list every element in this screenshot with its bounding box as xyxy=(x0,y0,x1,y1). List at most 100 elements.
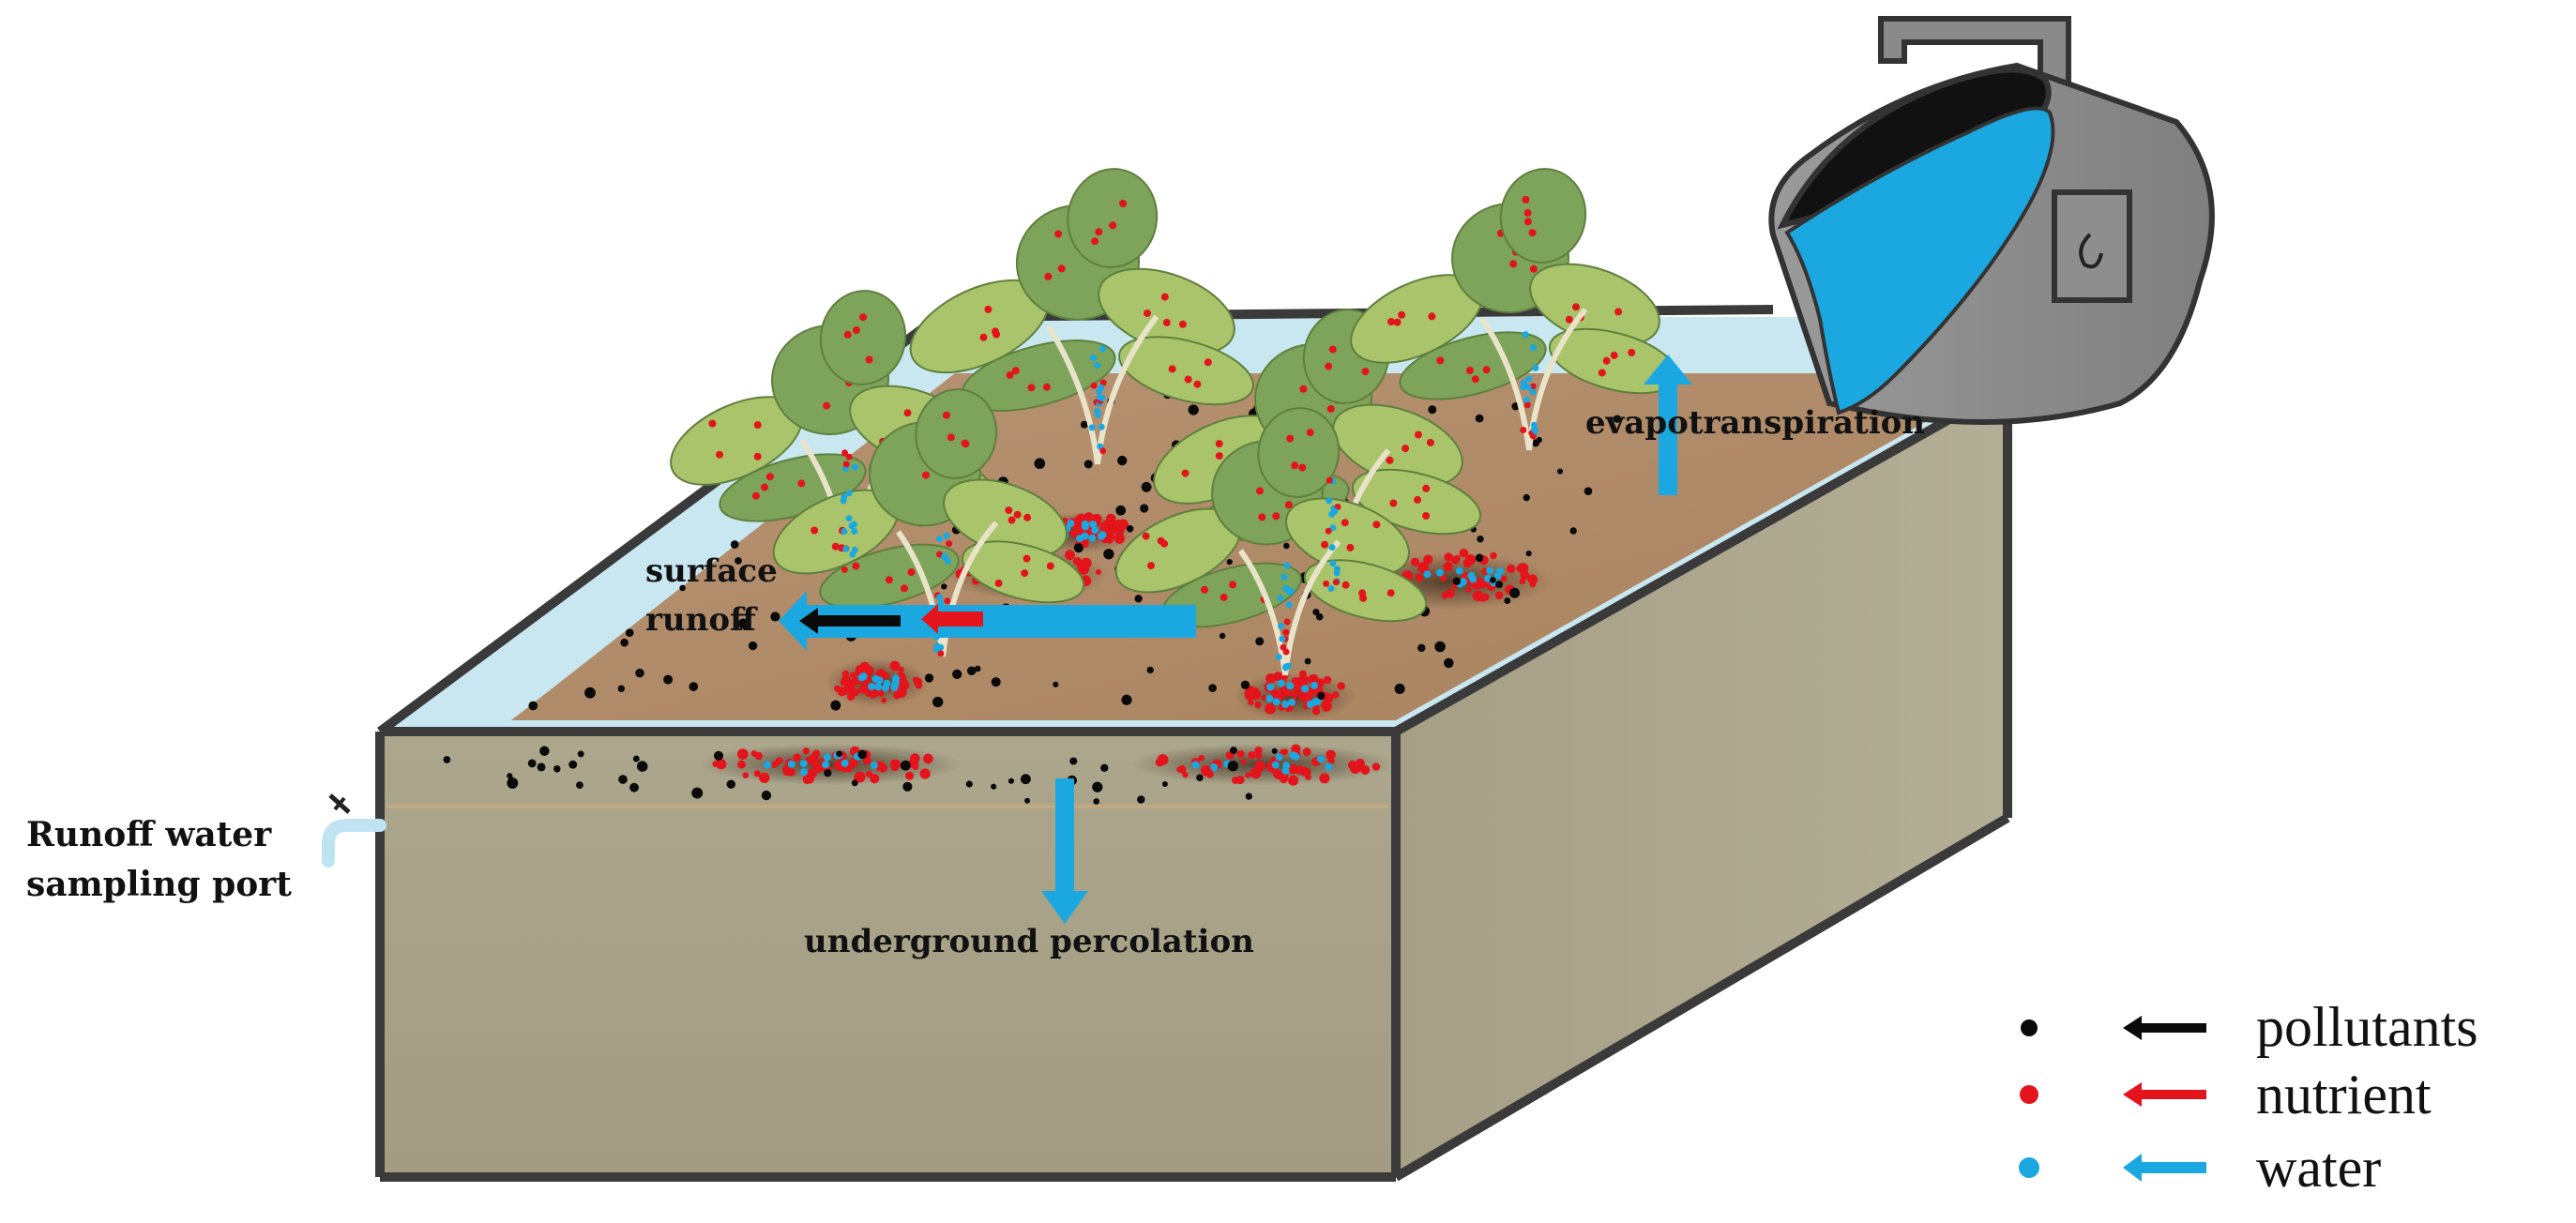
pollutant-particle xyxy=(932,696,944,708)
water-droplet xyxy=(851,521,857,528)
pollutant-particle xyxy=(1434,641,1446,653)
nutrient-particle xyxy=(1265,702,1276,715)
nutrient-particle xyxy=(1361,368,1370,376)
pollutant-particle xyxy=(1523,493,1531,502)
water-droplet xyxy=(1523,396,1530,403)
water-droplet xyxy=(1532,427,1539,434)
nutrient-particle xyxy=(869,689,878,699)
evapotranspiration-arrow xyxy=(1644,355,1692,495)
water-droplet xyxy=(845,490,853,497)
pollutant-particle xyxy=(1475,414,1484,423)
leaf xyxy=(1067,168,1159,268)
nutrient-particle xyxy=(1251,692,1259,700)
water-droplet xyxy=(1328,544,1336,551)
pollutant-particle xyxy=(539,746,550,756)
nutrient-particle xyxy=(1160,539,1169,548)
nutrient-particle xyxy=(1389,499,1398,507)
nutrient-particle xyxy=(1341,519,1349,527)
pollutant-particle xyxy=(1444,657,1454,669)
nutrient-particle xyxy=(1006,371,1014,379)
water-droplet xyxy=(1095,411,1101,418)
nutrient-particle xyxy=(979,333,988,341)
nutrient-particle xyxy=(1236,749,1245,759)
nutrient-particle xyxy=(753,452,762,461)
pollutant-particle xyxy=(1219,632,1226,640)
nutrient-particle xyxy=(1248,700,1254,706)
water-droplet xyxy=(1097,532,1105,540)
nutrient-particle xyxy=(1291,461,1299,470)
pollutant-particle xyxy=(1117,455,1128,466)
nutrient-particle xyxy=(1181,469,1190,477)
nutrient-particle xyxy=(1042,383,1051,391)
water-droplet xyxy=(822,761,829,769)
pollutant-particle xyxy=(663,674,674,685)
nutrient-particle xyxy=(1358,589,1367,597)
pollutant-particle xyxy=(1255,637,1265,646)
water-droplet xyxy=(937,650,945,657)
pollutant-particle xyxy=(1230,747,1237,755)
nutrient-particle xyxy=(901,584,908,593)
water-droplet xyxy=(1423,570,1432,579)
pollutant-particle xyxy=(857,749,868,760)
pollutant-particle xyxy=(691,787,704,799)
nutrient-particle xyxy=(1184,375,1192,384)
nutrient-particle xyxy=(1453,554,1461,562)
pollutant-particle xyxy=(635,668,644,678)
nutrient-particle xyxy=(859,661,871,672)
nutrient-particle xyxy=(1422,484,1431,492)
pollutant-particle xyxy=(620,638,629,647)
water-droplet xyxy=(842,461,850,468)
water-droplet xyxy=(1520,427,1527,433)
nutrient-particle xyxy=(1254,746,1263,755)
nutrient-particle xyxy=(1528,229,1537,237)
legend-item-nutrient: nutrient xyxy=(2020,1064,2432,1125)
water-droplet xyxy=(1523,401,1531,409)
nutrient-particle xyxy=(1628,348,1636,356)
surface-runoff-arrows xyxy=(779,591,1196,651)
nutrient-particle xyxy=(1112,525,1118,532)
pollutant-particle xyxy=(1569,527,1577,535)
water-droplet xyxy=(852,463,859,471)
water-droplet xyxy=(845,453,853,461)
pollutant-particle xyxy=(1452,577,1462,585)
water-droplet xyxy=(1529,388,1537,396)
nutrient-particle xyxy=(1220,593,1228,601)
water-droplet xyxy=(1288,698,1296,706)
water-droplet xyxy=(841,759,849,767)
nutrient-particle xyxy=(1565,315,1573,324)
water-droplet xyxy=(868,683,876,690)
water-droplet xyxy=(1435,568,1444,577)
nutrient-particle xyxy=(1245,692,1253,701)
pollutant-particle xyxy=(568,760,578,769)
nutrient-particle xyxy=(889,660,901,672)
water-droplet xyxy=(841,528,848,535)
nutrient-particle xyxy=(1415,430,1422,439)
nutrient-particle xyxy=(1393,318,1402,326)
pollutant-particle xyxy=(1196,774,1204,781)
nutrient-particle xyxy=(1198,754,1205,762)
nutrient-particle xyxy=(1155,758,1164,767)
water-droplet xyxy=(851,546,858,553)
nutrient-particle xyxy=(1250,767,1262,779)
nutrient-particle xyxy=(1272,512,1280,521)
pollutant-particle xyxy=(735,557,742,565)
nutrient-particle xyxy=(1355,758,1365,768)
water-droplet xyxy=(883,679,891,687)
nutrient-particle xyxy=(885,576,893,584)
pollutant-dot-icon xyxy=(2021,1019,2038,1036)
nutrient-particle xyxy=(898,666,904,673)
nutrient-particle xyxy=(1337,682,1345,690)
pollutant-particle xyxy=(1140,504,1149,513)
pollutant-arrow-icon xyxy=(2123,1016,2206,1040)
nutrient-particle xyxy=(1091,237,1099,246)
nutrient-particle xyxy=(922,471,930,479)
water-droplet xyxy=(764,761,771,769)
nutrient-particle xyxy=(1415,573,1424,582)
pollutant-particle xyxy=(689,682,699,691)
nutrient-particle xyxy=(807,768,817,779)
nutrient-particle xyxy=(742,772,750,778)
pollutant-particle xyxy=(1083,460,1093,469)
pollutant-particle xyxy=(1226,558,1233,566)
pollutant-particle xyxy=(1069,757,1078,765)
pollutant-particle xyxy=(1161,780,1168,788)
